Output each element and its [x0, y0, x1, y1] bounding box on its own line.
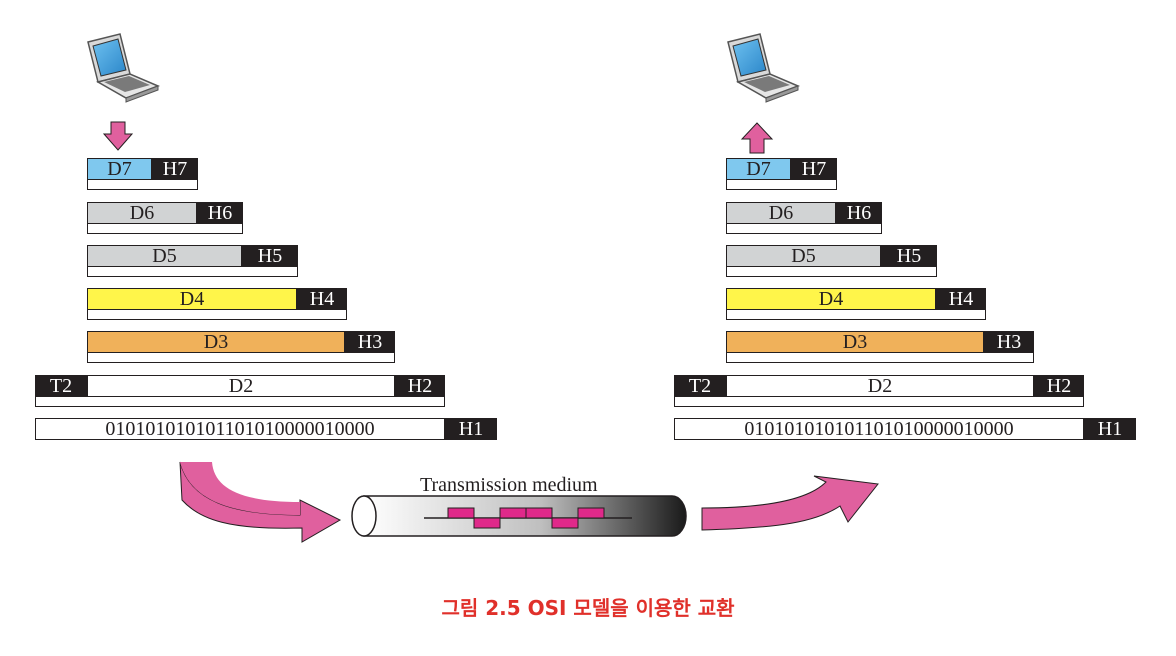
sender-data-2: D6: [87, 202, 197, 224]
receiver-encapsulation-bracket: [674, 397, 1084, 407]
sender-data-3: D5: [87, 245, 242, 267]
receiver-header-h7: H7: [791, 158, 837, 180]
receiver-encapsulation-bracket: [726, 180, 837, 190]
sender-encapsulation-bracket: [87, 224, 243, 234]
curved-arrow-icon: [701, 475, 879, 531]
transmission-medium: [351, 495, 687, 537]
sender-encapsulation-bracket: [87, 353, 395, 363]
receiver-data-2: D6: [726, 202, 836, 224]
sender-data-1: D7: [87, 158, 152, 180]
sender-header-h6: H6: [197, 202, 243, 224]
sender-data-5: D3: [87, 331, 345, 353]
receiver-encapsulation-bracket: [726, 267, 937, 277]
receiver-header-h3: H3: [984, 331, 1034, 353]
receiver-data-3: D5: [726, 245, 881, 267]
sender-data-7: 010101010101101010000010000: [35, 418, 445, 440]
sender-header-h4: H4: [297, 288, 347, 310]
sender-data-4: D4: [87, 288, 297, 310]
down-arrow-icon: [102, 121, 134, 151]
receiver-data-6: D2: [726, 375, 1034, 397]
figure-caption: 그림 2.5 OSI 모델을 이용한 교환: [441, 596, 735, 620]
receiver-data-5: D3: [726, 331, 984, 353]
receiver-header-h4: H4: [936, 288, 986, 310]
sender-encapsulation-bracket: [87, 310, 347, 320]
receiver-encapsulation-bracket: [726, 353, 1034, 363]
receiver-encapsulation-bracket: [726, 224, 882, 234]
sender-trailer-t2: T2: [35, 375, 87, 397]
receiver-data-1: D7: [726, 158, 791, 180]
receiver-trailer-t2: T2: [674, 375, 726, 397]
laptop-icon: [727, 33, 801, 103]
up-arrow-icon: [740, 122, 774, 154]
sender-data-6: D2: [87, 375, 395, 397]
sender-encapsulation-bracket: [87, 267, 298, 277]
laptop-icon: [87, 33, 161, 103]
curved-arrow-icon: [179, 461, 342, 543]
receiver-data-7: 010101010101101010000010000: [674, 418, 1084, 440]
sender-encapsulation-bracket: [35, 397, 445, 407]
sender-header-h1: H1: [445, 418, 497, 440]
sender-header-h2: H2: [395, 375, 445, 397]
receiver-encapsulation-bracket: [726, 310, 986, 320]
sender-header-h5: H5: [242, 245, 298, 267]
sender-header-h7: H7: [152, 158, 198, 180]
sender-header-h3: H3: [345, 331, 395, 353]
receiver-header-h6: H6: [836, 202, 882, 224]
sender-encapsulation-bracket: [87, 180, 198, 190]
medium-label: Transmission medium: [420, 474, 598, 496]
receiver-header-h2: H2: [1034, 375, 1084, 397]
receiver-header-h5: H5: [881, 245, 937, 267]
receiver-data-4: D4: [726, 288, 936, 310]
receiver-header-h1: H1: [1084, 418, 1136, 440]
signal-pulses: [447, 507, 605, 529]
